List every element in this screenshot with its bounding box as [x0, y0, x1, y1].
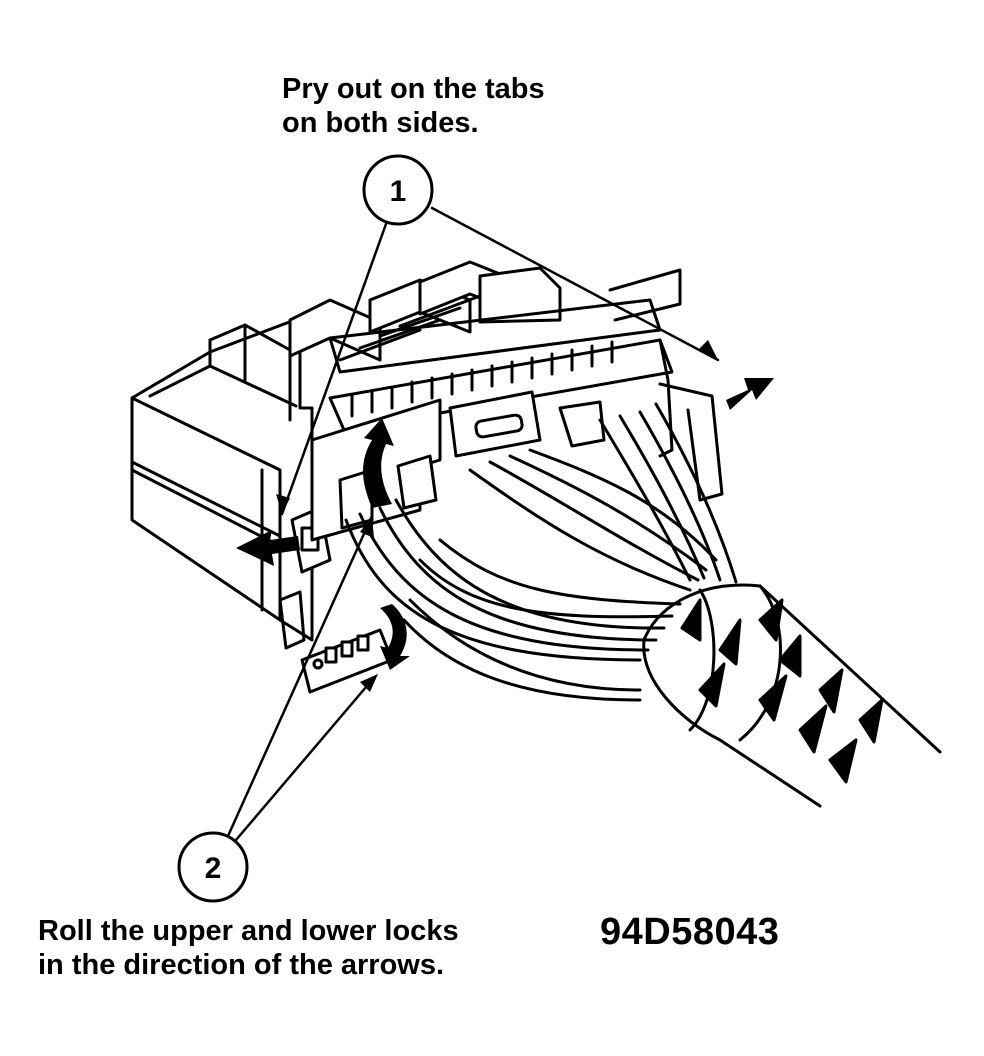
callout-1-note-line-2: on both sides. [282, 107, 479, 140]
callout-2: 2 [177, 831, 249, 903]
connector-top-ribs [288, 260, 682, 374]
leader-1-right [430, 206, 720, 362]
upper-lock-arrow [363, 418, 394, 508]
tape-wrapped-harness [642, 583, 942, 808]
callout-2-note: Roll the upper and lower locks in the di… [38, 914, 459, 982]
figure-id: 94D58043 [600, 911, 780, 953]
connector-housing [130, 316, 332, 650]
callout-1-number: 1 [390, 175, 407, 208]
leader-arrowheads [276, 340, 718, 692]
action-arrows [236, 378, 774, 670]
wire-bundle [344, 402, 738, 702]
callout-2-note-line-1: Roll the upper and lower locks [38, 915, 459, 947]
leader-1-left [280, 222, 388, 516]
leader-lines [226, 206, 720, 842]
callout-2-note-line-2: in the direction of the arrows. [38, 949, 445, 982]
leader-2-upper [226, 514, 374, 838]
callout-1-note: Pry out on the tabs on both sides. [282, 72, 545, 140]
lower-lock-arrow [380, 604, 410, 670]
callout-1-note-line-1: Pry out on the tabs [282, 73, 545, 105]
right-tab-arrow [726, 378, 774, 410]
leader-2-lower [234, 678, 374, 842]
callout-1: 1 [362, 154, 434, 226]
left-tab-arrow [236, 530, 300, 566]
callout-2-number: 2 [205, 852, 222, 885]
